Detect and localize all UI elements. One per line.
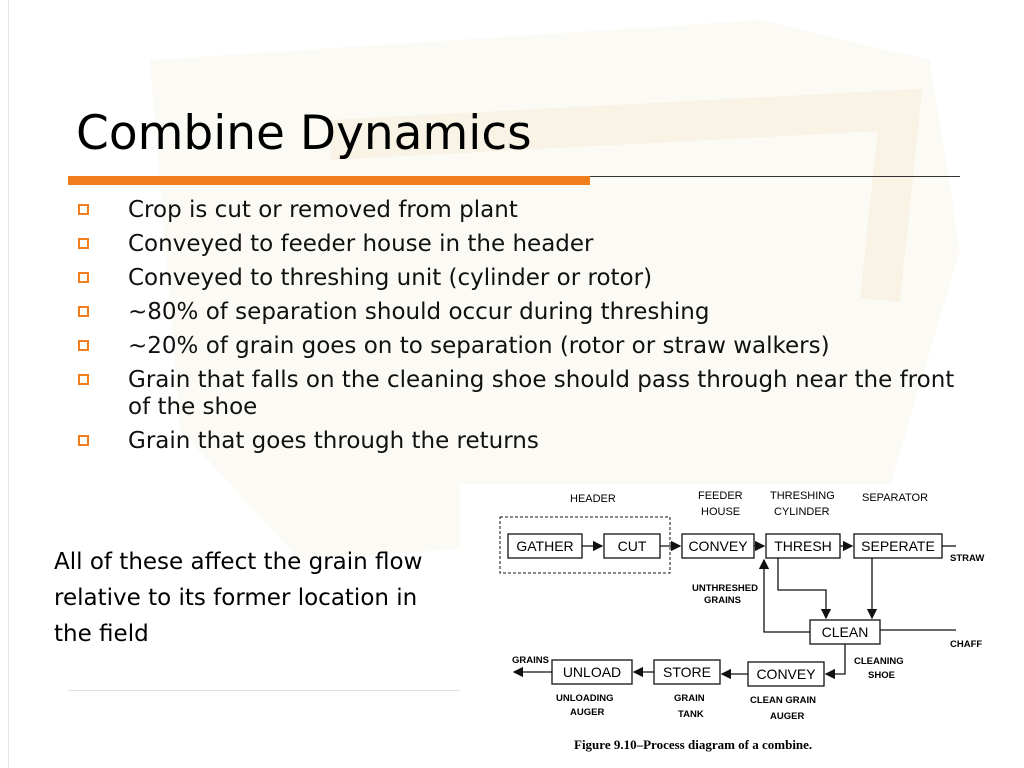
label-straw: STRAW [950,553,984,564]
bullet-item: Conveyed to feeder house in the header [78,231,958,258]
convey-top-box [681,533,755,559]
title-underline-accent [68,176,590,185]
summary-note: All of these affect the grain flow relat… [54,549,423,647]
label-clean-grain: CLEAN GRAIN [750,695,816,706]
title-underline-rule [590,176,960,177]
thresh-box-label: THRESH [774,538,832,554]
bullet-item: Conveyed to threshing unit (cylinder or … [78,265,958,292]
square-bullet-icon [78,272,89,283]
separate-box-label: SEPERATE [861,538,935,554]
bullet-text: Conveyed to feeder house in the header [128,231,594,257]
bullet-text: Grain that goes through the returns [128,428,539,454]
square-bullet-icon [78,340,89,351]
label-header: HEADER [570,493,616,505]
combine-process-diagram: GATHER CUT CONVEY THRESH SEPERATE CLEAN … [460,484,1024,768]
label-threshing: THRESHING [770,490,835,502]
gather-box [507,533,583,559]
bullet-item: ~20% of grain goes on to separation (rot… [78,333,958,360]
bullet-text: Conveyed to threshing unit (cylinder or … [128,265,653,291]
bullet-item: Grain that falls on the cleaning shoe sh… [78,367,958,421]
convey-bottom-box [747,661,825,687]
clean-box-label: CLEAN [822,624,869,640]
unload-box [551,659,633,685]
label-clean-grain-auger: AUGER [770,711,804,722]
square-bullet-icon [78,306,89,317]
label-chaff: CHAFF [950,639,982,650]
store-box [653,659,721,685]
cut-box-label: CUT [618,538,647,554]
label-grains: GRAINS [512,655,549,666]
label-grain: GRAIN [674,693,705,704]
bullet-text: ~80% of separation should occur during t… [128,299,710,325]
bullet-item: ~80% of separation should occur during t… [78,299,958,326]
arrow-clean-convey [824,644,846,680]
label-cleaning: CLEANING [854,656,904,667]
unload-box-label: UNLOAD [563,664,621,680]
bullet-item: Crop is cut or removed from plant [78,197,958,224]
label-unloading-auger: AUGER [570,707,604,718]
slide-title: Combine Dynamics [76,106,532,161]
gather-box-label: GATHER [516,538,573,554]
label-unthreshed-grains: GRAINS [704,595,741,606]
bullet-text: Grain that falls on the cleaning shoe sh… [128,367,955,420]
convey-top-box-label: CONVEY [688,538,748,554]
label-shoe: SHOE [868,670,895,681]
label-cylinder: CYLINDER [774,506,830,518]
diagram-caption: Figure 9.10–Process diagram of a combine… [574,737,812,752]
bullet-item: Grain that goes through the returns [78,428,958,455]
label-tank: TANK [678,709,704,720]
footer-rule [68,690,478,691]
square-bullet-icon [78,374,89,385]
square-bullet-icon [78,435,89,446]
label-unloading: UNLOADING [556,693,614,704]
header-group-outline [499,516,671,574]
slide-left-rule [8,0,9,768]
label-house: HOUSE [701,506,740,518]
store-box-label: STORE [663,664,711,680]
bullet-text: ~20% of grain goes on to separation (rot… [128,333,830,359]
label-unthreshed: UNTHRESHED [692,583,758,594]
process-diagram-svg: GATHER CUT CONVEY THRESH SEPERATE CLEAN … [499,490,984,752]
square-bullet-icon [78,204,89,215]
square-bullet-icon [78,238,89,249]
convey-bottom-box-label: CONVEY [756,666,816,682]
arrow-returns-thresh [758,558,810,633]
arrow-thresh-clean [777,558,832,620]
label-separator: SEPARATOR [862,492,928,504]
cut-box [603,533,661,559]
bullet-list: Crop is cut or removed from plant Convey… [78,197,958,462]
bullet-text: Crop is cut or removed from plant [128,197,518,223]
label-feeder: FEEDER [698,490,743,502]
